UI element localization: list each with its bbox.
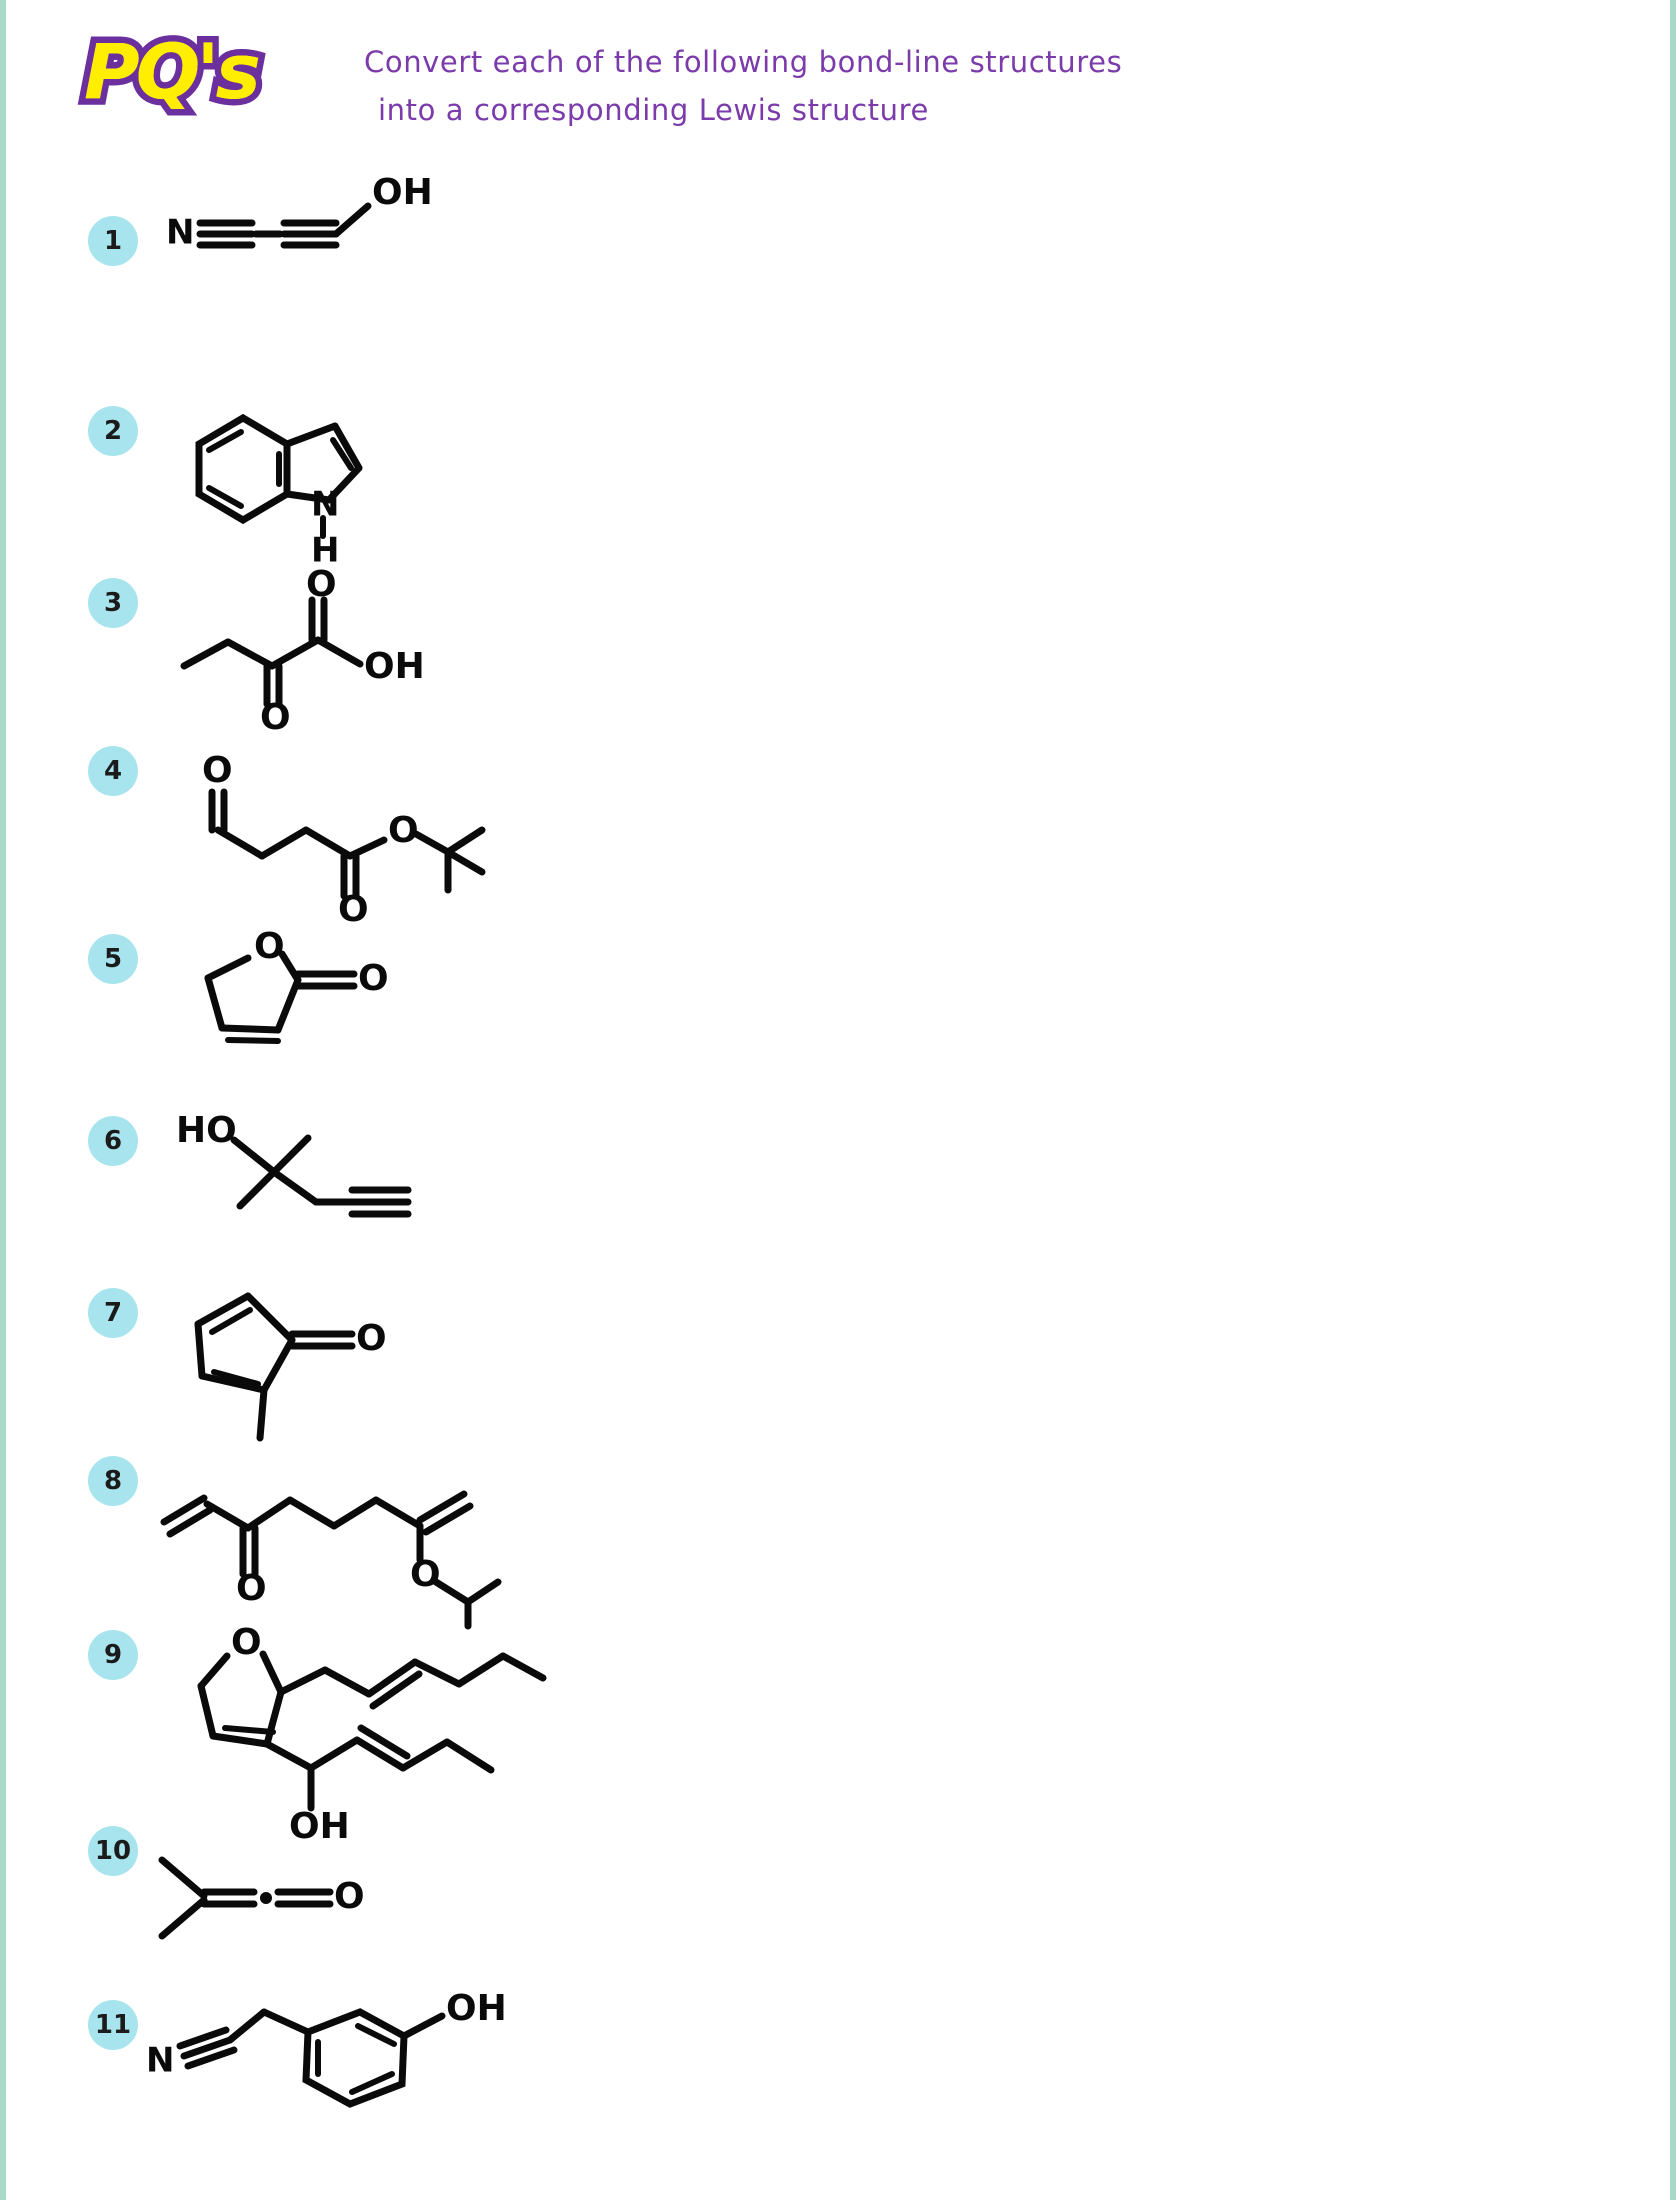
prompt-text: Convert each of the following bond-line … <box>364 38 1374 134</box>
atom-label-h: H <box>311 531 339 571</box>
structure-10: O <box>154 1852 414 1982</box>
atom-label-n: N <box>166 213 194 253</box>
atom-label-o-ketone: O <box>260 697 291 738</box>
problem-number-2: 2 <box>88 406 138 456</box>
atom-label-oh: OH <box>372 172 433 213</box>
atom-label-o-ring: O <box>254 926 285 967</box>
atom-label-o-carbonyl: O <box>356 1318 387 1359</box>
prompt-line-1: Convert each of the following bond-line … <box>364 45 1123 79</box>
problem-number-6: 6 <box>88 1116 138 1166</box>
problem-number-3-label: 3 <box>103 588 123 618</box>
structure-11: N OH <box>146 1988 546 2180</box>
structure-6: HO <box>176 1106 476 1246</box>
atom-label-oh: OH <box>446 1988 507 2029</box>
structure-7: O <box>186 1276 456 1456</box>
structure-4: O O O <box>176 750 506 930</box>
atom-label-o-ketone: O <box>236 1568 267 1609</box>
atom-label-o-aldehyde: O <box>202 750 233 791</box>
atom-label-o-carbonyl: O <box>306 564 337 605</box>
problem-number-4: 4 <box>88 746 138 796</box>
atom-label-o-carbonyl: O <box>358 958 389 999</box>
atom-label-o: O <box>334 1876 365 1917</box>
problem-number-9: 9 <box>88 1630 138 1680</box>
structure-1: N OH <box>156 172 433 282</box>
atom-label-o-link: O <box>388 810 419 851</box>
atom-label-o-ether: O <box>410 1554 441 1595</box>
logo-text-fill: PQ's <box>84 27 261 116</box>
atom-label-ho: HO <box>176 1110 237 1151</box>
prompt-line-2: into a corresponding Lewis structure <box>378 93 929 127</box>
pqs-logo: PQ's PQ's <box>78 21 294 122</box>
problem-number-11: 11 <box>88 2000 138 2050</box>
structure-3: O O OH <box>176 564 456 738</box>
problem-number-1: 1 <box>88 216 138 266</box>
center-dot <box>260 1892 272 1904</box>
logo-text-outline: PQ's <box>78 21 268 122</box>
atom-label-oh: OH <box>289 1806 350 1847</box>
atom-label-n: N <box>146 2041 174 2081</box>
problem-number-7: 7 <box>88 1288 138 1338</box>
problem-number-8: 8 <box>88 1456 138 1506</box>
problem-number-3: 3 <box>88 578 138 628</box>
structure-5: O O <box>186 924 446 1064</box>
structure-9: O OH <box>191 1622 711 1852</box>
atom-label-o-ester: O <box>338 889 369 930</box>
problem-number-5: 5 <box>88 934 138 984</box>
structure-8: O O <box>158 1456 518 1630</box>
structure-2: N H <box>181 396 441 571</box>
atom-label-o-ring: O <box>231 1622 262 1663</box>
atom-label-oh: OH <box>364 646 425 687</box>
problem-number-10: 10 <box>88 1826 138 1876</box>
